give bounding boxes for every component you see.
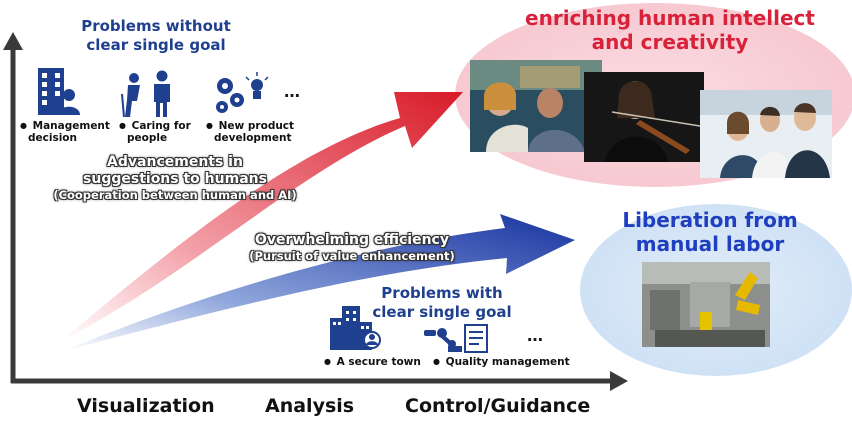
quality-management-label: Quality management xyxy=(433,356,570,368)
clear-goal-title-line2: clear single goal xyxy=(372,303,512,321)
x-axis xyxy=(11,371,628,391)
y-axis xyxy=(3,32,23,383)
blue-arrow xyxy=(60,214,575,352)
office-building-icon xyxy=(38,68,80,115)
x-label-analysis: Analysis xyxy=(265,395,355,417)
creativity-title-line1: enriching human intellect xyxy=(525,6,815,30)
caring-for-people-line2: people xyxy=(127,132,168,144)
clear-goal-title: Problems with clear single goal xyxy=(352,284,532,322)
factory-photo xyxy=(642,262,770,347)
management-decision-line1: Management xyxy=(32,120,110,132)
red-arrow-label-line2: suggestions to humans xyxy=(83,171,267,187)
clear-goal-title-line1: Problems with xyxy=(381,284,503,302)
secure-town-icon xyxy=(330,306,381,350)
creativity-title: enriching human intellect and creativity xyxy=(500,6,840,54)
liberation-title-line1: Liberation from xyxy=(622,208,798,232)
quality-management-label-text: Quality management xyxy=(445,356,570,368)
red-arrow-label: Advancements in suggestions to humans (C… xyxy=(40,154,310,202)
creativity-title-line2: and creativity xyxy=(591,30,749,54)
caring-for-people-line1: Caring for xyxy=(131,120,191,132)
management-decision-label: Management decision xyxy=(20,120,110,144)
red-arrow-label-line3: (Cooperation between human and AI) xyxy=(53,188,297,202)
blue-arrow-label-line2: (Pursuit of value enhancement) xyxy=(249,249,455,263)
management-decision-line2: decision xyxy=(28,132,77,144)
blue-arrow-label: Overwhelming efficiency (Pursuit of valu… xyxy=(222,232,482,263)
more-items-ellipsis-bottom: … xyxy=(527,326,544,345)
red-arrow xyxy=(60,92,463,342)
caring-for-people-label: Caring for people xyxy=(119,120,191,144)
caring-people-icon xyxy=(121,70,170,118)
x-label-visualization: Visualization xyxy=(77,395,215,417)
new-product-development-line2: development xyxy=(214,132,292,144)
more-items-ellipsis-top: … xyxy=(284,82,301,101)
liberation-title: Liberation from manual labor xyxy=(590,208,830,256)
robot-arm-document-icon xyxy=(424,324,488,353)
x-label-control-guidance: Control/Guidance xyxy=(405,395,591,417)
violinist-photo xyxy=(584,72,704,162)
friends-photo xyxy=(470,60,602,152)
new-product-development-label: New product development xyxy=(206,120,294,144)
business-team-photo xyxy=(700,90,832,178)
blue-arrow-label-line1: Overwhelming efficiency xyxy=(255,232,449,248)
new-product-development-line1: New product xyxy=(218,120,295,132)
gears-lightbulb-icon xyxy=(216,72,269,113)
unclear-goal-title-line1: Problems without xyxy=(81,17,231,35)
liberation-title-line2: manual labor xyxy=(635,232,785,256)
secure-town-label: A secure town xyxy=(324,356,421,368)
red-arrow-label-line1: Advancements in xyxy=(107,154,243,170)
secure-town-label-text: A secure town xyxy=(336,356,421,368)
unclear-goal-title: Problems without clear single goal xyxy=(66,17,246,55)
unclear-goal-title-line2: clear single goal xyxy=(86,36,226,54)
